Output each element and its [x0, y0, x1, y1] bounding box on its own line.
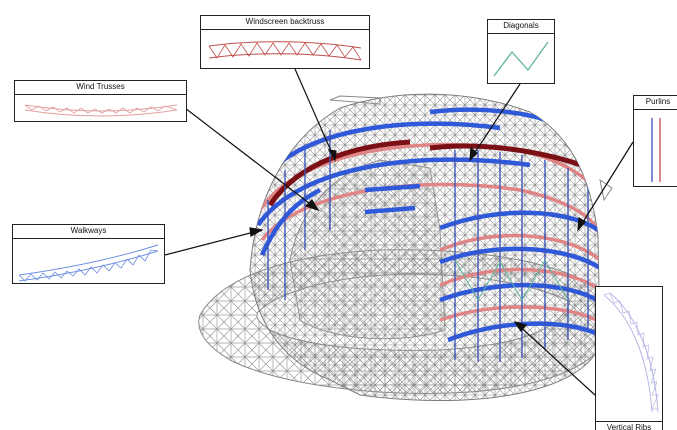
callout-diagonals: Diagonals: [487, 19, 555, 84]
callout-title: Windscreen backtruss: [201, 16, 369, 30]
diagonals-thumbnail: [493, 41, 549, 77]
leader-lines: [164, 68, 634, 396]
backtruss-thumbnail: [208, 41, 362, 61]
vertical-ribs: [267, 130, 589, 362]
callout-title: Purlins: [634, 96, 677, 110]
walkway-thumbnail: [18, 244, 159, 282]
callout-title: Wind Trusses: [15, 81, 186, 95]
callout-title: Walkways: [13, 225, 164, 239]
purlins-thumbnail: [651, 118, 661, 182]
callout-purlins: Purlins: [633, 95, 677, 187]
vertical-rib-thumbnail: [603, 292, 659, 413]
callout-vertical-ribs: Vertical Ribs: [595, 286, 663, 430]
wind-truss-thumbnail: [24, 104, 178, 117]
backtruss-arc: [267, 139, 591, 207]
purlin-arcs: [253, 107, 600, 343]
callout-walkways: Walkways: [12, 224, 165, 284]
callout-windscreen-backtruss: Windscreen backtruss: [200, 15, 370, 69]
callout-title: Vertical Ribs: [596, 421, 662, 430]
callout-wind-trusses: Wind Trusses: [14, 80, 187, 122]
diagonal-members: [454, 259, 569, 301]
callout-title: Diagonals: [488, 20, 554, 34]
